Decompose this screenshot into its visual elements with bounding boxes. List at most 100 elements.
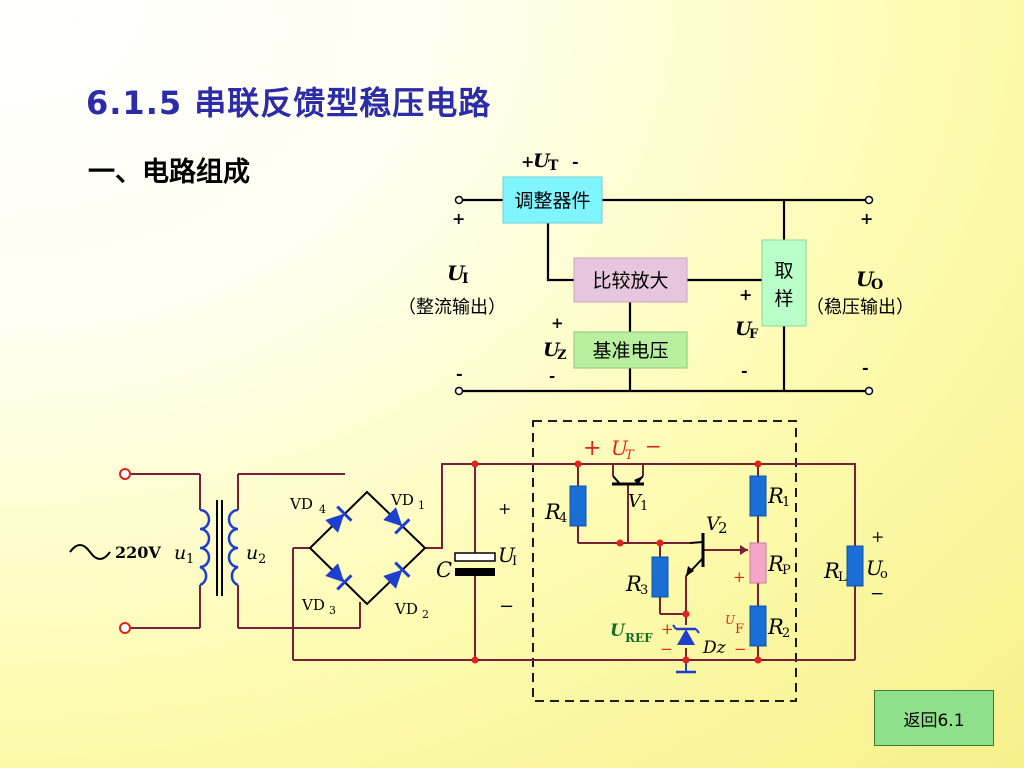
sampler-label-line2: 样 — [774, 288, 793, 310]
rp-label: R — [767, 552, 784, 576]
vd3-label: VD — [301, 596, 325, 614]
uref-plus-sign: + — [661, 620, 674, 638]
rp-subscript: P — [782, 563, 791, 578]
uo-subscript: O — [871, 277, 883, 293]
ut-circuit-subscript: T — [625, 448, 635, 463]
primary-coil-icon — [199, 508, 211, 587]
block-diagram — [462, 198, 866, 393]
uo-note: （稳压输出） — [806, 297, 914, 318]
ut-circuit-minus-sign: − — [645, 434, 662, 458]
sampler-block — [761, 239, 807, 327]
uref-minus-sign: − — [660, 640, 673, 658]
r2-resistor — [749, 605, 767, 647]
r2-label: R — [767, 615, 784, 639]
vd4-label: VD — [289, 495, 313, 513]
diode-labels: VD 1 VD 4 VD 3 VD 2 — [289, 491, 429, 621]
ut-label: U — [533, 150, 551, 172]
u1-label: u — [174, 542, 186, 564]
v2-subscript: 2 — [718, 519, 728, 537]
output-plus-terminal — [864, 195, 874, 205]
output-minus-sign: - — [862, 358, 869, 377]
output-plus-sign: + — [860, 209, 873, 228]
ac-wave-icon — [69, 544, 111, 560]
input-minus-sign: - — [456, 364, 463, 383]
r2-subscript: 2 — [782, 626, 790, 641]
capacitor-label: C — [436, 558, 452, 582]
vd3-subscript: 3 — [329, 604, 336, 617]
u1-subscript: 1 — [186, 552, 194, 567]
input-minus-terminal — [454, 386, 464, 396]
v1-label: V — [628, 491, 643, 512]
uref-subscript: REF — [625, 631, 653, 645]
rl-label: R — [823, 559, 840, 583]
uz-subscript: Z — [557, 348, 567, 363]
reference-block — [573, 331, 688, 369]
r4-subscript: 4 — [559, 511, 567, 526]
uf-circuit-plus-sign: + — [733, 568, 746, 586]
capacitor-plate-bottom — [455, 568, 495, 576]
section-heading: 一、电路组成 — [88, 157, 250, 188]
block-voltage-labels: + U T - + U I - + U Z - + U F - + U O - — [447, 150, 883, 385]
uf-subscript: F — [749, 327, 759, 342]
uo-circuit-label: U — [866, 556, 884, 580]
rp-wiper-arrow-icon — [740, 545, 748, 555]
vd1-label: VD — [390, 491, 414, 509]
uo-circuit-subscript: o — [880, 567, 888, 582]
ut-minus-sign: - — [572, 152, 579, 171]
uz-label: U — [543, 339, 561, 361]
comparator-label: 比较放大 — [592, 270, 668, 292]
r3-label: R — [625, 572, 642, 596]
uf-plus-sign: + — [739, 285, 752, 304]
input-plus-sign: + — [452, 209, 465, 228]
uo-circuit-minus-sign: − — [870, 584, 884, 604]
regulator-section-outline — [532, 420, 797, 702]
r4-label: R — [544, 500, 561, 524]
regulator-label: 调整器件 — [514, 190, 590, 212]
dz-label: Dz — [702, 638, 727, 658]
vd2-subscript: 2 — [422, 608, 429, 621]
regulator-block — [502, 176, 603, 224]
output-minus-terminal — [864, 386, 874, 396]
ui-minus-sign: − — [499, 596, 514, 617]
rl-subscript: L — [838, 570, 847, 585]
ut-subscript: T — [548, 158, 559, 174]
u2-label: u — [246, 542, 258, 564]
ui-subscript: I — [462, 271, 469, 287]
uf-circuit-subscript: F — [735, 622, 744, 637]
reference-label: 基准电压 — [592, 340, 668, 362]
v2-transistor-icon — [685, 533, 705, 577]
ui-circuit-label: U — [498, 543, 516, 567]
schematic-wires — [129, 463, 856, 661]
r4-resistor — [569, 485, 587, 527]
secondary-coil-icon — [227, 508, 239, 587]
capacitor-plate-top — [454, 552, 496, 562]
v1-subscript: 1 — [640, 499, 648, 514]
uo-label: U — [856, 267, 875, 291]
uz-minus-sign: - — [549, 367, 555, 385]
regulator-to-comparator-wire — [546, 223, 574, 282]
uf-circuit-minus-sign: − — [734, 640, 747, 658]
slide-title: 6.1.5 串联反馈型稳压电路 — [86, 84, 492, 122]
comparator-block — [573, 257, 688, 303]
ac-terminal-bottom — [119, 622, 131, 634]
ac-terminal-top — [119, 468, 131, 480]
vd2-label: VD — [394, 600, 418, 618]
ut-plus-sign: + — [521, 152, 534, 171]
v1-transistor-icon — [612, 475, 644, 486]
junction-dots — [471, 460, 762, 664]
ut-circuit-plus-sign: + — [583, 436, 601, 461]
r1-resistor — [749, 475, 767, 517]
r1-subscript: 1 — [782, 495, 790, 510]
back-button[interactable]: 返回6.1 — [874, 690, 994, 746]
ui-plus-sign: + — [498, 499, 511, 518]
u2-subscript: 2 — [258, 552, 266, 567]
r3-subscript: 3 — [640, 583, 648, 598]
uf-minus-sign: - — [741, 361, 748, 380]
r1-label: R — [767, 484, 784, 508]
rl-resistor — [846, 545, 864, 587]
r3-resistor — [651, 556, 669, 598]
ui-circuit-subscript: I — [512, 554, 517, 569]
rp-potentiometer — [749, 542, 767, 584]
vd1-subscript: 1 — [418, 499, 425, 512]
